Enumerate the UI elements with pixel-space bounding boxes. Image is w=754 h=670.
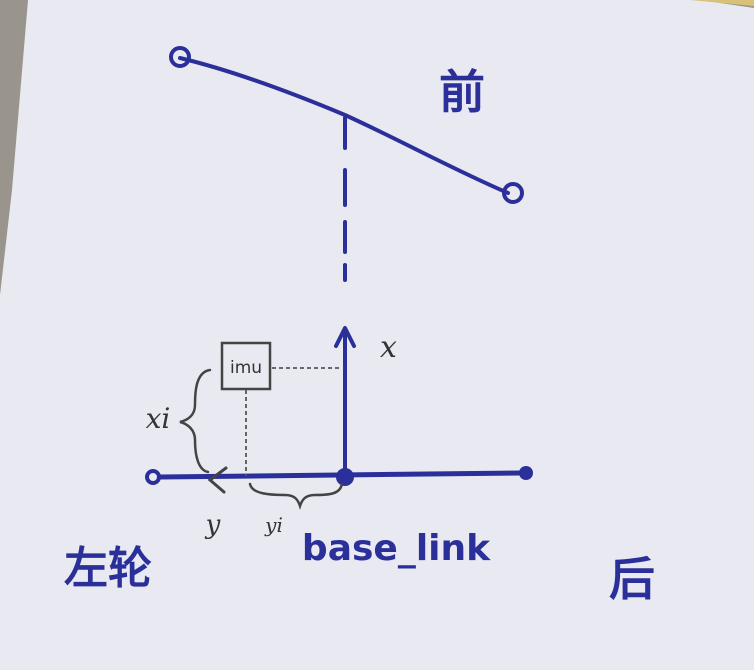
rear-axle	[145, 466, 533, 486]
right-wheel-joint	[519, 466, 533, 480]
left-wheel-label: 左轮	[64, 543, 152, 594]
front-right-joint	[502, 182, 524, 204]
back-label: 后	[609, 552, 655, 606]
x-axis-arrow	[334, 326, 356, 480]
axis-x-label: x	[380, 330, 397, 365]
axis-y-label: y	[205, 510, 221, 540]
offset-x-label: xi	[146, 402, 171, 435]
yi-brace	[248, 482, 344, 510]
front-label: 前	[439, 65, 485, 119]
front-link	[169, 46, 524, 204]
paper-corner	[690, 0, 754, 6]
base-link-origin	[336, 468, 354, 486]
base-link-label: base_link	[302, 528, 491, 569]
y-axis-arrow	[207, 466, 228, 494]
xi-brace	[179, 368, 212, 474]
imu-label: imu	[230, 358, 262, 378]
offset-y-label: yi	[264, 513, 283, 537]
front-line	[178, 56, 510, 195]
front-left-joint	[169, 46, 191, 68]
left-wheel-joint	[145, 469, 161, 485]
imu-box: imu	[220, 341, 272, 391]
